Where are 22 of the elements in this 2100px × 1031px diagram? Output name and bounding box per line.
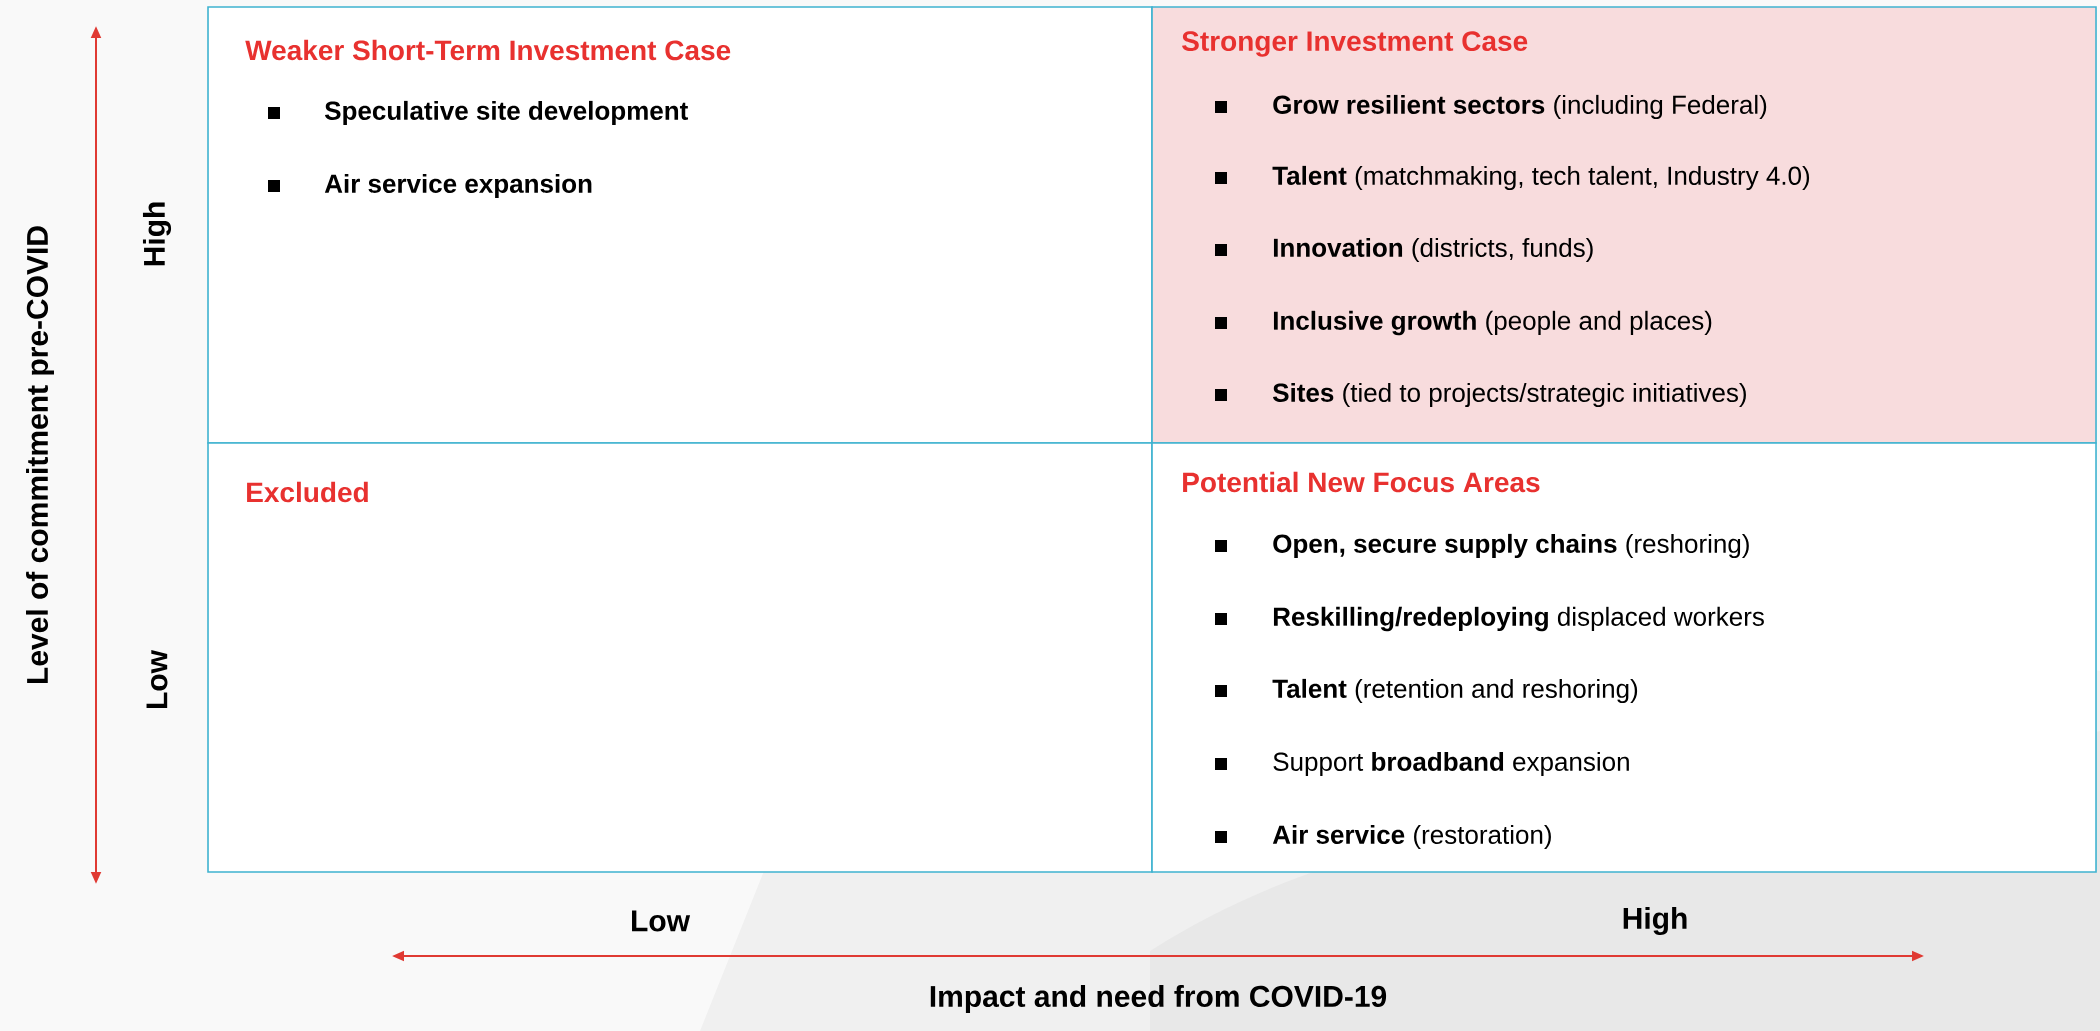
axis-title: Level of commitment pre-COVID bbox=[26, 226, 54, 684]
bullet-item: Open, secure supply chains (reshoring) bbox=[1215, 533, 1749, 559]
bullet-item: Sites (tied to projects/strategic initiatives) bbox=[1215, 382, 1746, 408]
bullet-item: Air service (restoration) bbox=[1215, 824, 1551, 850]
bullet-item: Grow resilient sectors (including Federal) bbox=[1215, 94, 1767, 120]
axis-tick-label: High bbox=[142, 202, 172, 266]
quadrant-heading: Excluded bbox=[247, 481, 368, 503]
bullet-item: Talent (retention and reshoring) bbox=[1215, 678, 1638, 704]
bullet-item: Speculative site development bbox=[268, 100, 688, 126]
quadrant-heading: Stronger Investment Case bbox=[1182, 31, 1528, 57]
axis-tick-label: Low bbox=[632, 910, 691, 932]
quadrant-heading: Potential New Focus Areas bbox=[1183, 471, 1540, 493]
bullet-item: Reskilling/redeploying displaced workers bbox=[1215, 606, 1764, 632]
axis-tick-label: High bbox=[1623, 906, 1687, 936]
quadrant-heading: Weaker Short-Term Investment Case bbox=[245, 39, 731, 61]
axis-title: Impact and need from COVID-19 bbox=[930, 985, 1387, 1013]
bullet-item: Innovation (districts, funds) bbox=[1215, 237, 1593, 263]
bullet-item: Air service expansion bbox=[268, 173, 592, 199]
bullet-item: Inclusive growth (people and places) bbox=[1215, 310, 1712, 336]
bullet-item: Talent (matchmaking, tech talent, Industry 4.0) bbox=[1215, 165, 1810, 191]
bullet-item: Support broadband expansion bbox=[1215, 751, 1629, 777]
axis-tick-label: Low bbox=[146, 649, 168, 708]
